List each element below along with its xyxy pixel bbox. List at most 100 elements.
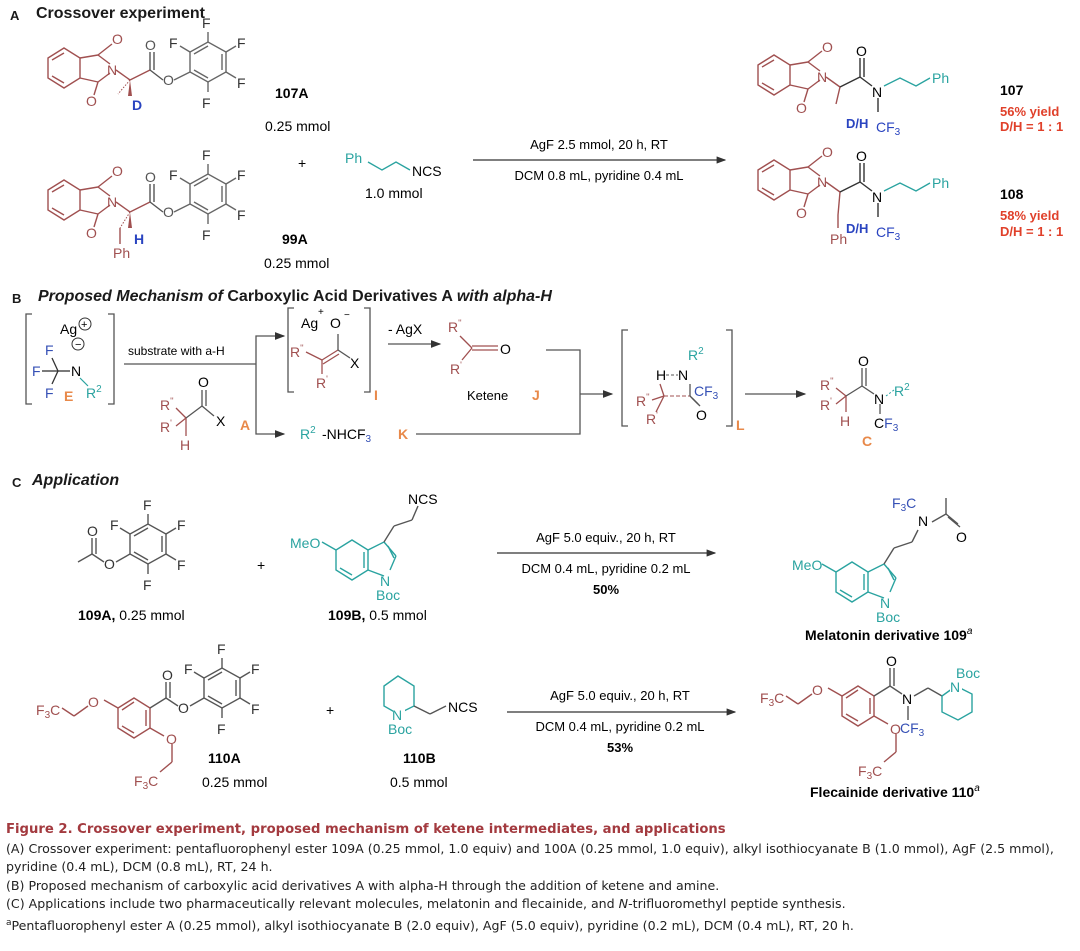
compound-107A-id: 107A xyxy=(275,85,308,101)
svg-text:O: O xyxy=(856,148,867,164)
section-b-title-part3: with alpha-H xyxy=(456,288,552,305)
svg-text:F: F xyxy=(169,35,178,51)
svg-text:F: F xyxy=(177,557,186,573)
compound-99A-amount: 0.25 mmol xyxy=(264,255,329,271)
product-107-id: 107 xyxy=(1000,82,1024,98)
svg-text:N: N xyxy=(874,391,884,407)
svg-text:N: N xyxy=(380,573,390,589)
svg-text:−: − xyxy=(344,310,350,321)
svg-text:N: N xyxy=(918,513,928,529)
svg-text:N: N xyxy=(902,691,912,707)
svg-text:O: O xyxy=(112,31,123,47)
svg-text:O: O xyxy=(796,100,807,116)
svg-text:O: O xyxy=(796,205,807,221)
conditions-top-c2: AgF 5.0 equiv., 20 h, RT xyxy=(550,688,690,703)
svg-text:F: F xyxy=(251,701,260,717)
section-b-title-part1: Proposed Mechanism of xyxy=(38,288,223,305)
svg-text:R'': R'' xyxy=(820,376,834,393)
svg-text:CF3: CF3 xyxy=(876,224,901,243)
svg-text:O: O xyxy=(198,374,209,390)
svg-text:CF3: CF3 xyxy=(874,415,899,434)
svg-text:O: O xyxy=(822,39,833,55)
label-E: E xyxy=(64,388,73,404)
svg-text:O: O xyxy=(178,700,189,716)
figure-caption: Figure 2. Crossover experiment, proposed… xyxy=(6,821,1076,935)
svg-text:O: O xyxy=(822,144,833,160)
svg-text:O: O xyxy=(86,93,97,109)
svg-text:X: X xyxy=(350,355,360,371)
svg-text:N: N xyxy=(678,367,688,383)
svg-text:R': R' xyxy=(450,360,462,377)
label-A: A xyxy=(240,417,250,433)
svg-text:Boc: Boc xyxy=(388,721,412,737)
svg-text:F3C: F3C xyxy=(134,773,158,792)
yield-c1: 50% xyxy=(593,582,619,597)
svg-text:F3C: F3C xyxy=(858,763,882,782)
product-107-yield: 56% yield xyxy=(1000,104,1059,119)
svg-text:N: N xyxy=(817,174,827,190)
svg-text:O: O xyxy=(104,556,115,572)
svg-text:F: F xyxy=(143,497,152,513)
svg-text:O: O xyxy=(166,731,177,747)
svg-text:Ph: Ph xyxy=(932,175,949,191)
svg-text:N: N xyxy=(950,679,960,695)
svg-text:CF3: CF3 xyxy=(694,383,719,402)
svg-text:F: F xyxy=(202,227,211,243)
svg-text:F: F xyxy=(237,35,246,51)
section-a-title: Crossover experiment xyxy=(36,5,205,22)
deuterium-label: D xyxy=(132,97,142,113)
svg-text:O: O xyxy=(87,523,98,539)
svg-text:CF3: CF3 xyxy=(876,119,901,138)
conditions-bottom-a: DCM 0.8 mL, pyridine 0.4 mL xyxy=(514,168,683,183)
svg-text:F3C: F3C xyxy=(892,495,916,514)
dh-label-107: D/H xyxy=(846,116,868,131)
label-C: C xyxy=(862,433,872,449)
svg-text:O: O xyxy=(145,169,156,185)
svg-text:O: O xyxy=(86,225,97,241)
svg-text:Boc: Boc xyxy=(376,587,400,603)
plus-sign-rxn2: + xyxy=(326,702,334,718)
svg-text:R': R' xyxy=(820,396,832,413)
svg-text:O: O xyxy=(890,721,901,737)
svg-text:F: F xyxy=(177,517,186,533)
phenyl-label: Ph xyxy=(113,245,130,261)
svg-text:O: O xyxy=(956,529,967,545)
svg-text:F: F xyxy=(143,577,152,593)
svg-text:-NHCF3: -NHCF3 xyxy=(322,426,372,445)
product-109-label: Melatonin derivative 109a xyxy=(805,626,973,643)
svg-text:MeO: MeO xyxy=(792,557,822,573)
compound-110B-amount: 0.5 mmol xyxy=(390,774,448,790)
svg-text:F: F xyxy=(251,661,260,677)
svg-text:F: F xyxy=(217,721,226,737)
svg-text:NCS: NCS xyxy=(448,699,478,715)
product-108-yield: 58% yield xyxy=(1000,208,1059,223)
plus-sign-rxn1: + xyxy=(257,557,265,573)
svg-text:H: H xyxy=(180,437,190,453)
svg-text:O: O xyxy=(162,667,173,683)
svg-text:R'': R'' xyxy=(160,396,174,413)
svg-text:+: + xyxy=(81,319,87,331)
compound-107A-amount: 0.25 mmol xyxy=(265,118,330,134)
svg-text:F: F xyxy=(184,661,193,677)
section-b-title-part2: Carboxylic Acid Derivatives A xyxy=(227,288,453,305)
svg-text:O: O xyxy=(812,682,823,698)
label-I: I xyxy=(374,387,378,403)
svg-text:O: O xyxy=(330,315,341,331)
caption-line-a: (A) Crossover experiment: pentafluorophe… xyxy=(6,840,1054,875)
svg-text:Ph: Ph xyxy=(932,70,949,86)
section-a-letter: A xyxy=(10,8,20,23)
svg-text:N: N xyxy=(817,69,827,85)
svg-text:O: O xyxy=(856,43,867,59)
conditions-bottom-c1: DCM 0.4 mL, pyridine 0.2 mL xyxy=(521,561,690,576)
svg-text:N: N xyxy=(392,707,402,723)
svg-text:CF3: CF3 xyxy=(900,720,925,739)
isothiocyanate-ph: Ph xyxy=(345,150,362,166)
svg-text:F: F xyxy=(110,517,119,533)
svg-text:F: F xyxy=(45,342,54,358)
svg-text:R'': R'' xyxy=(290,343,304,360)
svg-text:H: H xyxy=(840,413,850,429)
section-c-title: Application xyxy=(32,472,120,489)
label-K: K xyxy=(398,426,408,442)
svg-text:N: N xyxy=(107,194,117,210)
